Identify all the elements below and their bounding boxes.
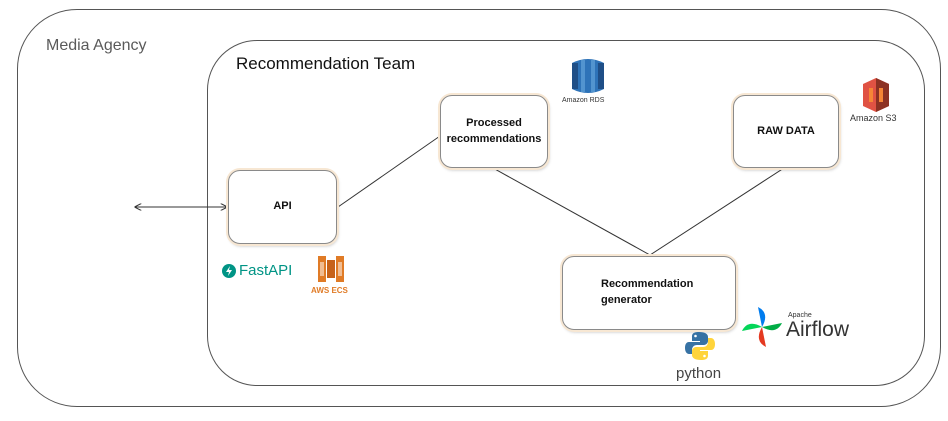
python-label: python [676, 365, 722, 382]
amazon-rds-label: Amazon RDS [562, 97, 605, 104]
airflow-label: Airflow [786, 318, 850, 341]
bucket-icon [863, 78, 889, 112]
ecs-icon [318, 256, 344, 282]
amazon-s3-label: Amazon S3 [850, 113, 897, 123]
processed-generator-line [492, 167, 651, 256]
recommendation-team-label: Recommendation Team [236, 54, 416, 73]
api-processed-line [337, 135, 441, 208]
api-node[interactable]: API [228, 170, 337, 244]
media-agency-label: Media Agency [46, 37, 147, 54]
fastapi-icon [222, 264, 236, 278]
processed-recommendations-node[interactable]: Processed recommendations [440, 95, 548, 168]
aws-ecs-label: AWS ECS [311, 286, 348, 295]
database-icon [572, 59, 604, 93]
processed-recommendations-label: Processed recommendations [446, 116, 542, 145]
apache-label: Apache [788, 312, 812, 319]
recommendation-generator-label: Recommendation generator [601, 278, 694, 306]
raw-data-node[interactable]: RAW DATA [733, 95, 839, 168]
fastapi-label: FastAPI [239, 262, 293, 279]
python-icon [685, 332, 715, 360]
raw-generator-line [649, 167, 785, 256]
api-label: API [273, 200, 292, 213]
raw-data-label: RAW DATA [757, 124, 815, 137]
recommendation-generator-node[interactable]: Recommendation generator [562, 256, 736, 330]
airflow-icon [742, 307, 782, 347]
